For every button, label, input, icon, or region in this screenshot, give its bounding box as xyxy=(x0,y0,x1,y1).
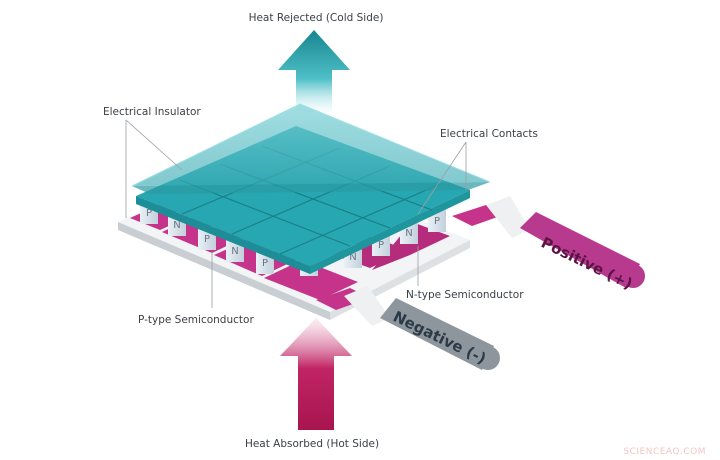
pellet-letter: N xyxy=(231,246,238,257)
pellet-letter: P xyxy=(262,258,268,269)
pellet-letter: P xyxy=(378,240,384,251)
label-electrical-insulator: Electrical Insulator xyxy=(103,106,201,118)
heat-absorbed-arrow xyxy=(280,318,352,430)
leader-lines xyxy=(125,119,467,308)
negative-terminal xyxy=(316,286,500,370)
pellet-letter: N xyxy=(173,220,180,231)
label-heat-absorbed: Heat Absorbed (Hot Side) xyxy=(245,438,379,450)
pellet-letter: P xyxy=(146,208,152,219)
label-heat-rejected: Heat Rejected (Cold Side) xyxy=(249,12,384,24)
pellet-letter: P xyxy=(434,216,440,227)
positive-terminal xyxy=(452,196,645,288)
pellet-letter: N xyxy=(349,252,356,263)
heat-rejected-arrow xyxy=(278,30,350,112)
label-electrical-contacts: Electrical Contacts xyxy=(440,128,538,140)
pellet-letter: N xyxy=(405,228,412,239)
label-p-type: P-type Semiconductor xyxy=(138,314,254,326)
label-n-type: N-type Semiconductor xyxy=(406,289,524,301)
pellet-letter: P xyxy=(204,234,210,245)
electrical-insulator-sheet xyxy=(131,103,491,194)
watermark: SCIENCEAQ.COM xyxy=(623,447,706,457)
